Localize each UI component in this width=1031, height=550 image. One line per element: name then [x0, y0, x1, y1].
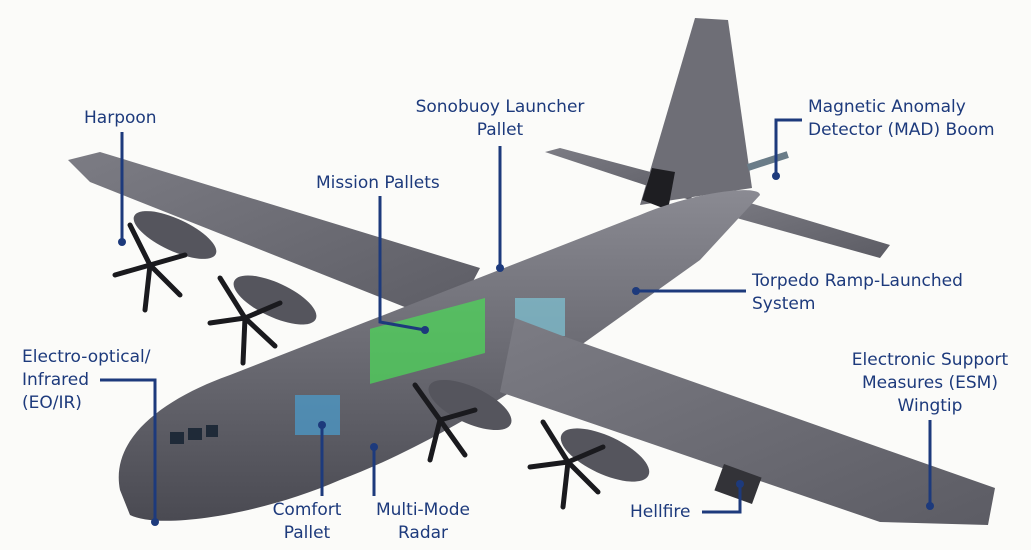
label-line: Radar [397, 523, 449, 543]
right-wing [500, 318, 995, 525]
label-mission-pallets: Mission Pallets [316, 172, 440, 195]
label-line: Detector (MAD) Boom [808, 120, 995, 140]
leader-dots [118, 172, 934, 526]
label-line: Wingtip [897, 396, 963, 416]
tail-marking [642, 168, 675, 210]
label-line: (EO/IR) [22, 393, 82, 413]
label-line: Pallet [476, 120, 524, 140]
label-line: Infrared [22, 370, 90, 390]
label-line: Torpedo Ramp-Launched [752, 271, 963, 291]
label-line: Sonobuoy Launcher [415, 97, 585, 117]
label-line: Electronic Support [851, 350, 1009, 370]
label-line: Pallet [283, 523, 331, 543]
cockpit-windows [170, 425, 218, 444]
left-wing [68, 152, 480, 325]
label-hellfire: Hellfire [630, 501, 690, 524]
label-line: Mission Pallets [316, 173, 440, 193]
label-line: Electro-optical/ [22, 347, 151, 367]
label-line: Harpoon [84, 108, 157, 128]
label-line: Comfort [272, 500, 342, 520]
label-line: Multi-Mode [375, 500, 470, 520]
label-harpoon: Harpoon [84, 107, 157, 130]
vertical-tail [640, 18, 752, 205]
label-line: Hellfire [630, 502, 691, 522]
comfort-pallet-cutaway [295, 395, 340, 435]
mission-pallets-cutaway [370, 298, 485, 384]
leader-lines [100, 118, 932, 522]
label-line: Magnetic Anomaly [808, 97, 966, 117]
label-line: System [752, 294, 816, 314]
label-line: Measures (ESM) [862, 373, 998, 393]
propellers [112, 222, 606, 510]
engine-nacelles [133, 211, 650, 482]
label-eoir: Electro-optical/Infrared (EO/IR) [22, 346, 151, 415]
mad-boom [746, 151, 789, 171]
